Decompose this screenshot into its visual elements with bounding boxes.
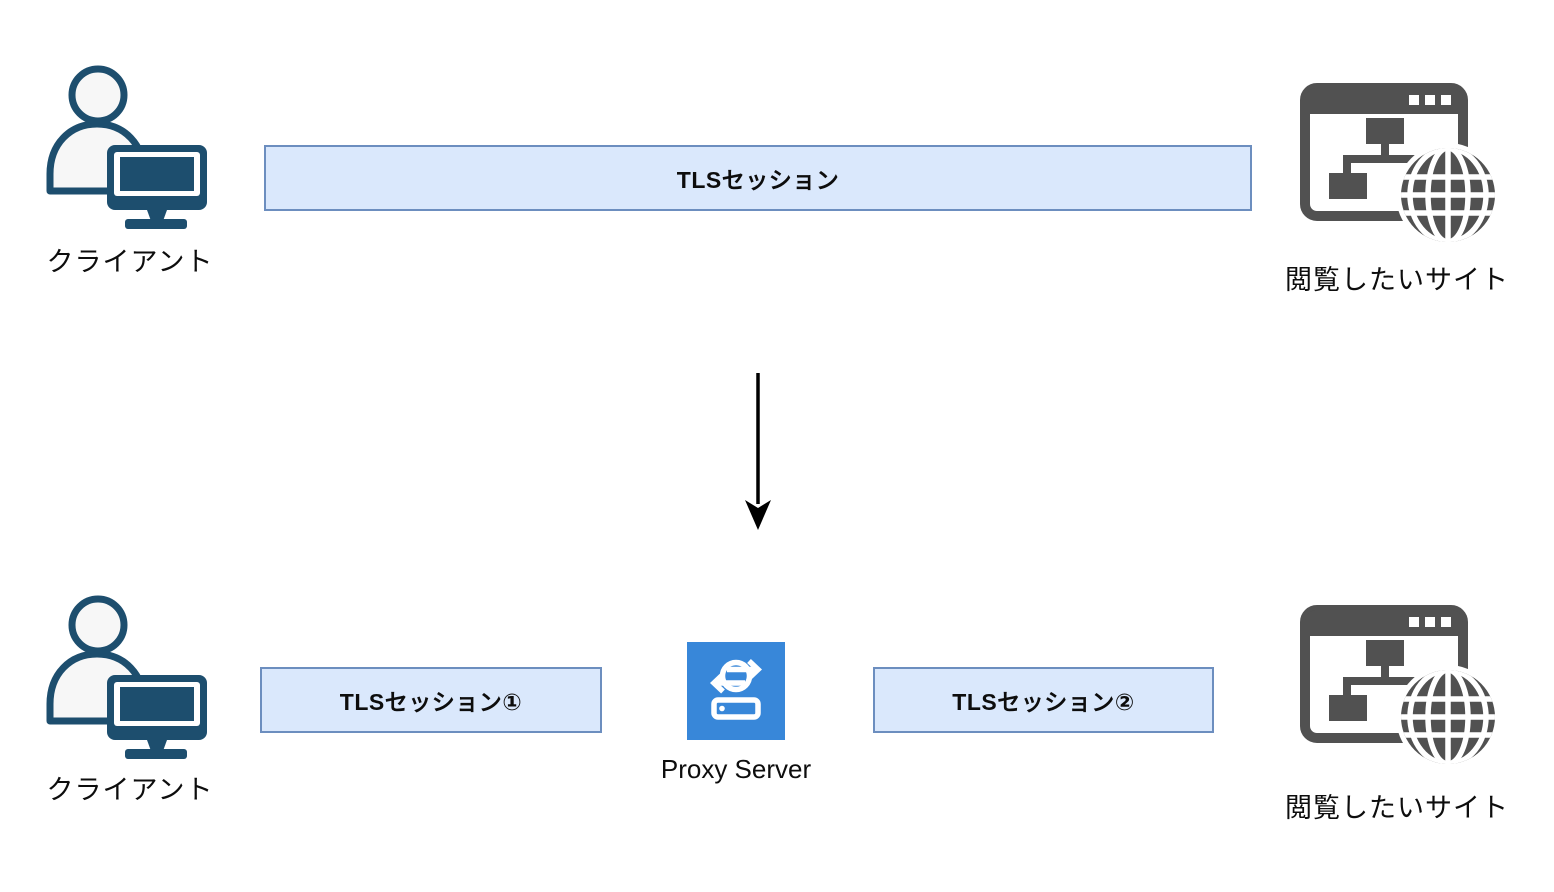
tls-session2-bar: TLSセッション②: [873, 667, 1214, 733]
tls-session2-label: TLSセッション②: [952, 689, 1135, 715]
tls-session-bar: TLSセッション: [264, 145, 1252, 211]
proxy-server-node: [687, 642, 785, 740]
tls-session-label: TLSセッション: [676, 167, 840, 193]
client-label-bottom: クライアント: [46, 775, 214, 805]
transition-arrow: [735, 370, 781, 534]
user-with-monitor-icon: [46, 65, 207, 229]
browser-globe-icon: [1300, 605, 1500, 769]
proxy-server-label: Proxy Server: [660, 754, 812, 784]
site-icon-bottom: [1296, 602, 1501, 772]
client-icon-bottom: [46, 594, 210, 764]
tls-session1-bar: TLSセッション①: [260, 667, 602, 733]
proxy-server-icon: [687, 642, 785, 740]
browser-globe-icon: [1300, 83, 1500, 247]
site-icon-top: [1296, 80, 1501, 250]
site-label-bottom: 閲覧したいサイト: [1285, 793, 1509, 823]
down-arrow-icon: [745, 373, 771, 530]
user-with-monitor-icon: [46, 595, 207, 759]
client-icon-top: [46, 64, 210, 234]
tls-session1-label: TLSセッション①: [339, 689, 523, 715]
site-label-top: 閲覧したいサイト: [1285, 265, 1509, 295]
client-label-top: クライアント: [46, 247, 214, 277]
